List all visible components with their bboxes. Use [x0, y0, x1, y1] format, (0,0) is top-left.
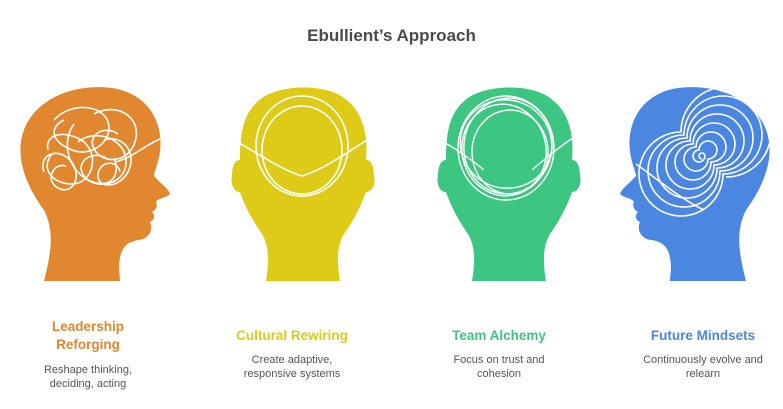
label-line-1: Team Alchemy — [452, 328, 546, 343]
desc-line-2: cohesion — [476, 368, 522, 380]
label-line-1: Future Mindsets — [650, 328, 756, 343]
head-side-tangled-scribble-icon — [8, 80, 178, 285]
desc-line-1: Focus on trust and — [453, 354, 545, 366]
label-line-1: Leadership — [51, 319, 125, 334]
label-team-alchemy: Team Alchemy — [419, 327, 579, 345]
desc-future-mindsets: Continuously evolve and relearn — [623, 353, 783, 381]
label-cultural-rewiring: Cultural Rewiring — [212, 327, 372, 345]
desc-cultural-rewiring: Create adaptive, responsive systems — [212, 353, 372, 381]
head-back-double-loop-icon — [222, 80, 382, 285]
desc-line-1: Create adaptive, — [251, 354, 333, 366]
head-back-multi-loop-icon — [428, 80, 588, 285]
desc-line-1: Continuously evolve and — [643, 354, 763, 366]
desc-line-2: responsive systems — [243, 368, 341, 380]
label-future-mindsets: Future Mindsets — [623, 327, 783, 345]
label-leadership-reforging: Leadership Reforging — [8, 318, 168, 354]
head-side-spiral-icon — [612, 80, 782, 285]
desc-line-2: deciding, acting — [49, 378, 127, 390]
desc-line-2: relearn — [685, 368, 721, 380]
desc-team-alchemy: Focus on trust and cohesion — [419, 353, 579, 381]
desc-leadership-reforging: Reshape thinking, deciding, acting — [8, 363, 168, 391]
desc-line-1: Reshape thinking, — [43, 364, 133, 376]
diagram-title: Ebullient’s Approach — [307, 26, 476, 45]
label-line-1: Cultural Rewiring — [236, 328, 348, 343]
label-line-2: Reforging — [56, 337, 120, 352]
